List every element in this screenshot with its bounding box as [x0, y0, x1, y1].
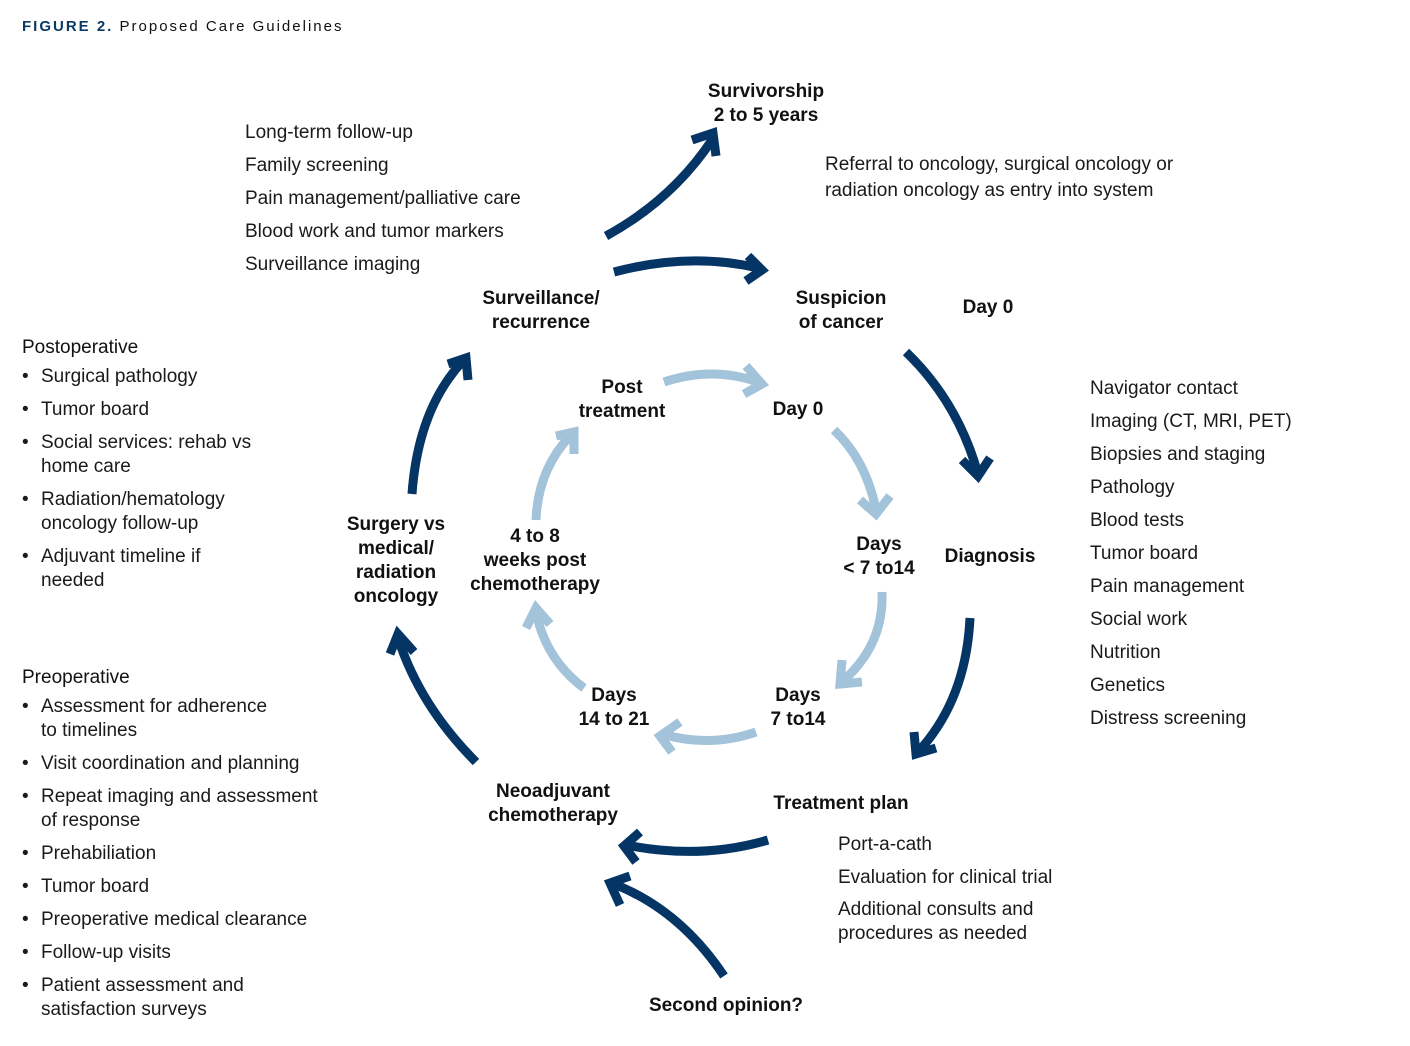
- list-item: Biopsies and staging: [1090, 444, 1266, 465]
- list-item: Assessment for adherence to timelines: [22, 695, 318, 743]
- list-item: Port-a-cath: [838, 834, 932, 855]
- list-item: Tumor board: [22, 875, 318, 899]
- node-neoadjuvant-chemotherapy: Neoadjuvant chemotherapy: [488, 781, 618, 826]
- list-item: Evaluation for clinical trial: [838, 867, 1053, 888]
- referral-note-line: Referral to oncology, surgical oncology …: [825, 154, 1174, 175]
- arrow-neoadjuvant-to-surgery: [385, 625, 480, 766]
- inner-node-days-lt7-14: Days < 7 to14: [843, 534, 915, 579]
- arrow-days-7-14-to-days-14-21: [653, 718, 758, 755]
- list-item: Navigator contact: [1090, 378, 1238, 399]
- arrow-days-14-21-to-weeks-4-8: [521, 599, 587, 692]
- figure-title: FIGURE 2. Proposed Care Guidelines: [22, 18, 343, 35]
- inner-node-days-7-14: Days 7 to14: [770, 685, 826, 730]
- figure-caption: Proposed Care Guidelines: [119, 18, 344, 35]
- node-suspicion-of-cancer: Suspicion of cancer: [795, 288, 887, 333]
- list-item: Nutrition: [1090, 642, 1161, 663]
- suspicion-day-label: Day 0: [962, 297, 1014, 318]
- list-item: Preoperative medical clearance: [22, 908, 318, 932]
- list-item: Repeat imaging and assessment of respons…: [22, 785, 318, 833]
- node-surgery-vs-medical-radiation-oncology: Surgery vs medical/ radiation oncology: [346, 514, 446, 607]
- inner-node-days-14-21: Days 14 to 21: [578, 685, 650, 730]
- list-item: Surgical pathology: [22, 365, 251, 389]
- list-item: Social work: [1090, 609, 1188, 630]
- referral-note: Referral to oncology, surgical oncology …: [825, 152, 1173, 204]
- list-item: Tumor board: [1090, 543, 1199, 564]
- preoperative-section: Preoperative Assessment for adherence to…: [22, 667, 318, 1031]
- list-item: Long-term follow-up: [245, 122, 413, 143]
- arrow-diagnosis-to-treatment: [909, 617, 975, 760]
- surveillance-items-list: Long-term follow-up Family screening Pai…: [245, 116, 521, 281]
- node-surveillance-recurrence: Surveillance/ recurrence: [482, 288, 600, 333]
- list-item: Surveillance imaging: [245, 254, 421, 275]
- postoperative-title: Postoperative: [22, 337, 139, 358]
- arrow-surveillance-to-survivorship: [603, 127, 721, 240]
- list-item: Pain management/palliative care: [245, 188, 521, 209]
- referral-note-line: radiation oncology as entry into system: [825, 180, 1154, 201]
- list-item: Visit coordination and planning: [22, 752, 318, 776]
- list-item: Imaging (CT, MRI, PET): [1090, 411, 1292, 432]
- node-treatment-plan: Treatment plan: [773, 793, 909, 814]
- arrow-days-lt7-14-to-days-7-14: [835, 591, 887, 689]
- list-item: Patient assessment and satisfaction surv…: [22, 974, 318, 1022]
- postoperative-section: Postoperative Surgical pathology Tumor b…: [22, 337, 251, 602]
- list-item: Tumor board: [22, 398, 251, 422]
- treatment-items-list: Port-a-cath Evaluation for clinical tria…: [838, 828, 1052, 946]
- list-item: Follow-up visits: [22, 941, 318, 965]
- arrow-second-opinion-to-neoadjuvant: [603, 871, 728, 979]
- list-item: Genetics: [1090, 675, 1165, 696]
- arrow-surveillance-to-suspicion: [612, 252, 770, 285]
- figure-number: FIGURE 2.: [22, 18, 114, 35]
- diagnosis-items-list: Navigator contact Imaging (CT, MRI, PET)…: [1090, 372, 1292, 735]
- preoperative-title: Preoperative: [22, 667, 130, 688]
- inner-node-weeks-4-8: 4 to 8 weeks post chemotherapy: [470, 526, 600, 595]
- arrow-suspicion-to-diagnosis: [902, 348, 994, 484]
- list-item: Prehabiliation: [22, 842, 318, 866]
- list-item: Blood tests: [1090, 510, 1184, 531]
- node-second-opinion: Second opinion?: [648, 995, 804, 1016]
- list-item: Distress screening: [1090, 708, 1247, 729]
- inner-node-post-treatment: Post treatment: [578, 377, 666, 422]
- list-item: Pathology: [1090, 477, 1175, 498]
- inner-node-day0: Day 0: [772, 399, 824, 420]
- list-item: Radiation/hematology oncology follow-up: [22, 488, 251, 536]
- list-item: Family screening: [245, 155, 389, 176]
- arrow-day0-to-days-lt7-14: [830, 426, 894, 521]
- list-item: Blood work and tumor markers: [245, 221, 504, 242]
- list-item: Adjuvant timeline if needed: [22, 545, 251, 593]
- list-item: Pain management: [1090, 576, 1245, 597]
- arrow-surgery-to-surveillance: [407, 351, 473, 495]
- postoperative-list: Surgical pathology Tumor board Social se…: [22, 365, 251, 593]
- list-item: Additional consults and procedures as ne…: [838, 899, 1034, 944]
- node-survivorship: Survivorship 2 to 5 years: [707, 81, 825, 126]
- node-diagnosis: Diagnosis: [944, 546, 1036, 567]
- preoperative-list: Assessment for adherence to timelines Vi…: [22, 695, 318, 1022]
- arrow-post-treatment-to-day0: [662, 363, 770, 398]
- arrow-weeks-4-8-to-post-treatment: [531, 426, 579, 521]
- arrow-treatment-to-neoadjuvant: [617, 828, 770, 865]
- list-item: Social services: rehab vs home care: [22, 431, 251, 479]
